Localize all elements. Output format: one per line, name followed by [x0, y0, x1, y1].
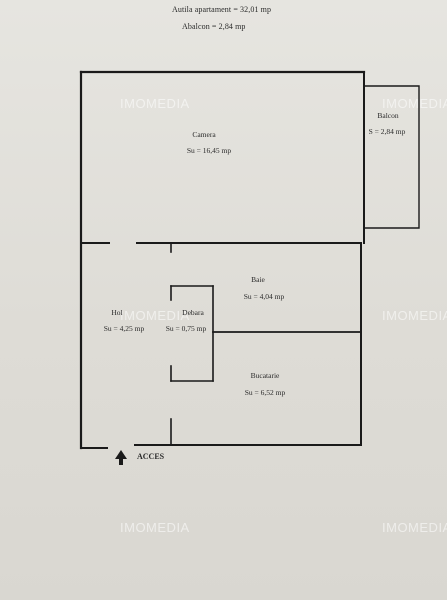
room-area-camera: Su = 16,45 mp — [186, 146, 232, 155]
arrow-up-icon — [115, 450, 127, 465]
watermark: IMOMEDIA — [120, 308, 190, 323]
balcony-area-label: Abalcon = 2,84 mp — [182, 22, 246, 31]
watermark: IMOMEDIA — [120, 96, 190, 111]
watermark: IMOMEDIA — [382, 96, 447, 111]
room-name-debara: Debara — [182, 308, 204, 317]
room-name-bucatarie: Bucatarie — [250, 371, 280, 380]
room-area-balcon: S = 2,84 mp — [368, 127, 406, 136]
entrance-label: ACCES — [137, 452, 165, 461]
room-area-hol: Su = 4,25 mp — [103, 324, 145, 333]
room-name-camera: Camera — [192, 130, 216, 139]
watermark: IMOMEDIA — [382, 520, 447, 535]
room-name-balcon: Balcon — [377, 111, 399, 120]
balcony-outline — [363, 85, 420, 229]
room-name-hol: Hol — [111, 308, 123, 317]
room-name-baie: Baie — [251, 275, 265, 284]
room-area-debara: Su = 0,75 mp — [165, 324, 207, 333]
total-area-label: Autila apartament = 32,01 mp — [172, 5, 272, 14]
room-area-bucatarie: Su = 6,52 mp — [244, 388, 286, 397]
watermark: IMOMEDIA — [120, 520, 190, 535]
watermark: IMOMEDIA — [382, 308, 447, 323]
room-area-baie: Su = 4,04 mp — [243, 292, 285, 301]
